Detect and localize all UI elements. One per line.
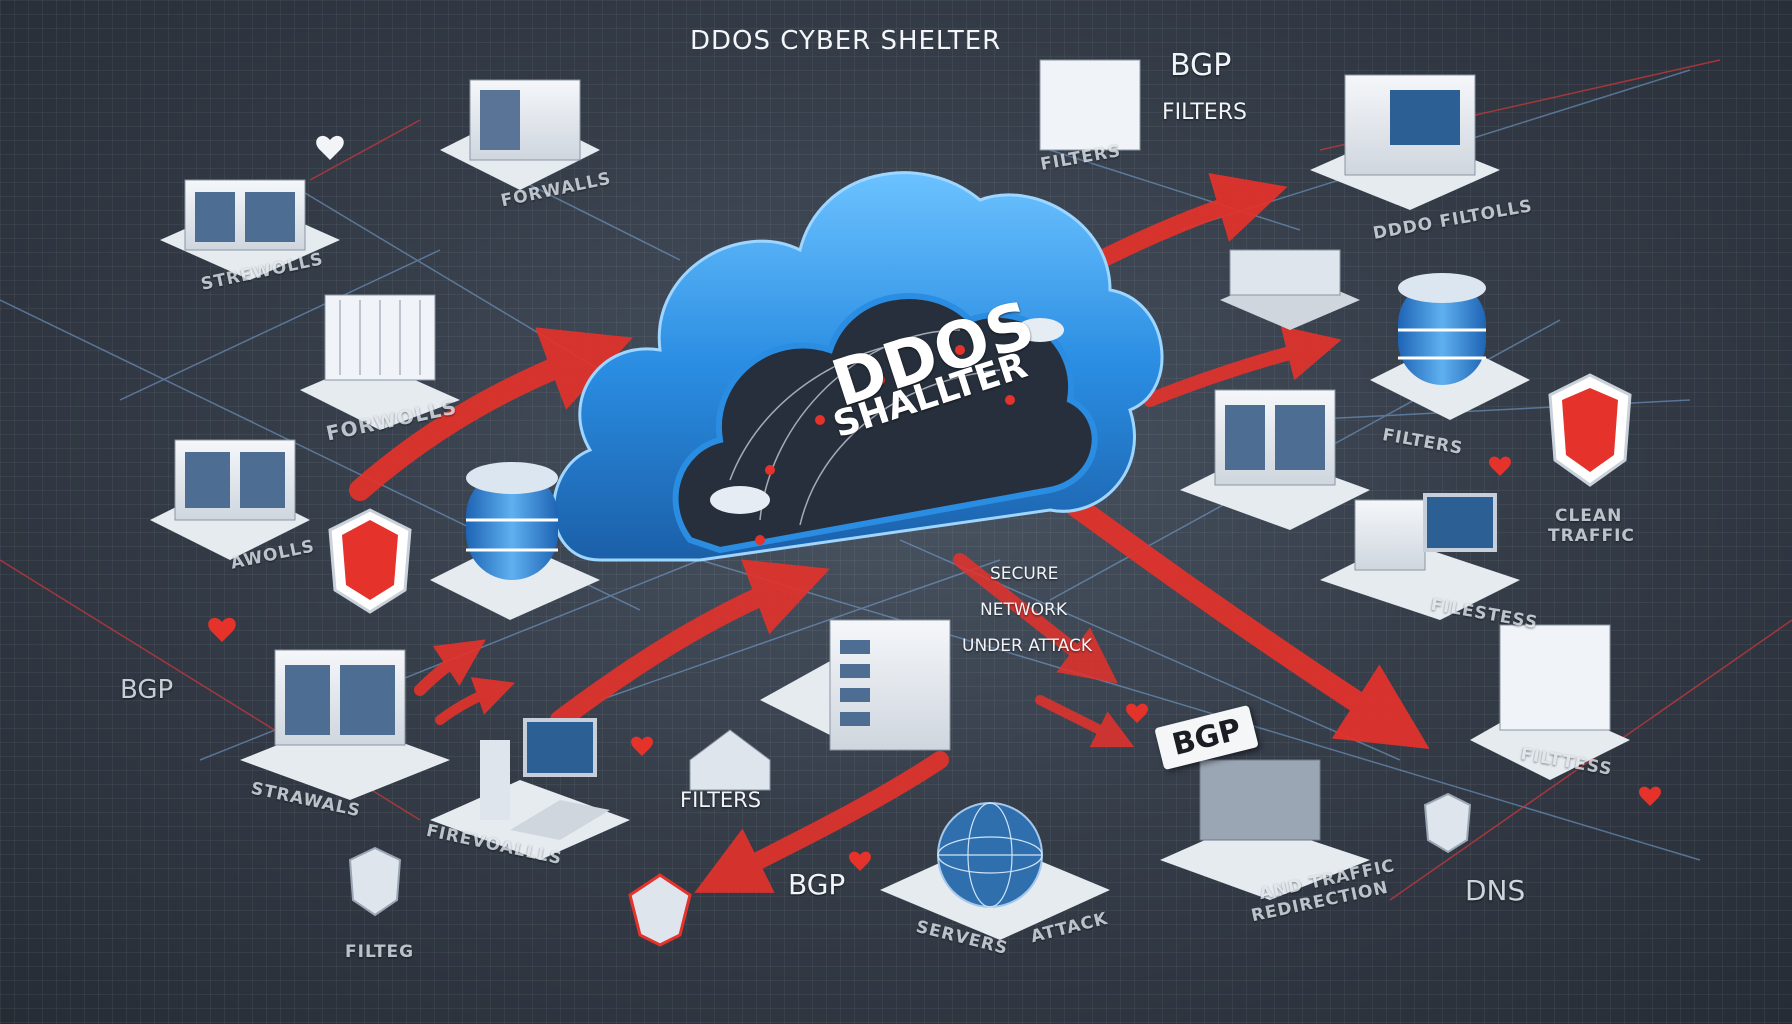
desktop-node-right xyxy=(1320,493,1520,620)
label-dns: DNS xyxy=(1465,874,1526,907)
switch-node-right xyxy=(1220,249,1360,330)
connection-lines xyxy=(0,69,1701,861)
server-node-right-top xyxy=(1310,74,1500,210)
server-node-bottom-left xyxy=(240,649,450,800)
server-node-left-mid xyxy=(150,439,310,560)
label-filters-top: FILTERS xyxy=(1162,100,1247,125)
alert-icon-bottom xyxy=(628,873,692,947)
filters-node-top xyxy=(1039,59,1141,151)
label-secure-line1: SECURE xyxy=(990,564,1059,584)
shield-icon-bottom-left xyxy=(348,846,402,917)
shield-icon-left-mid xyxy=(328,508,412,614)
shield-icon-bottom-right xyxy=(1423,792,1472,854)
firewall-screen-right xyxy=(1470,624,1630,780)
diagram-title: DDOS CYBER SHELTER xyxy=(690,26,1002,56)
server-node-top-left xyxy=(160,179,340,280)
globe-node-bottom xyxy=(880,802,1110,940)
label-filters-center: FILTERS xyxy=(680,788,762,812)
redirection-node-right xyxy=(1160,759,1370,900)
database-node-left xyxy=(430,462,600,620)
server-node-top-center xyxy=(440,79,600,190)
label-clean-line2: TRAFFIC xyxy=(1548,526,1635,546)
firewall-screen-left xyxy=(300,294,460,430)
label-bgp-left: BGP xyxy=(120,675,174,705)
traffic-arrows xyxy=(349,172,1430,893)
laptop-node-bottom-left xyxy=(430,718,630,860)
house-node xyxy=(689,729,771,791)
database-node-right xyxy=(1370,273,1530,420)
shield-icon-right xyxy=(1548,373,1632,487)
server-node-right-mid xyxy=(1180,389,1370,530)
label-clean-line1: CLEAN xyxy=(1555,506,1623,526)
server-nodes xyxy=(150,59,1630,940)
label-filteg: FILTEG xyxy=(345,942,415,962)
label-bgp-bottom: BGP xyxy=(788,868,846,901)
label-bgp-top: BGP xyxy=(1170,48,1232,83)
ddos-shelter-cloud xyxy=(552,171,1164,562)
label-secure-line2: NETWORK xyxy=(980,600,1067,620)
tower-node-center xyxy=(760,619,951,751)
heart-icons xyxy=(208,135,1661,871)
label-secure-line3: UNDER ATTACK xyxy=(962,636,1093,656)
